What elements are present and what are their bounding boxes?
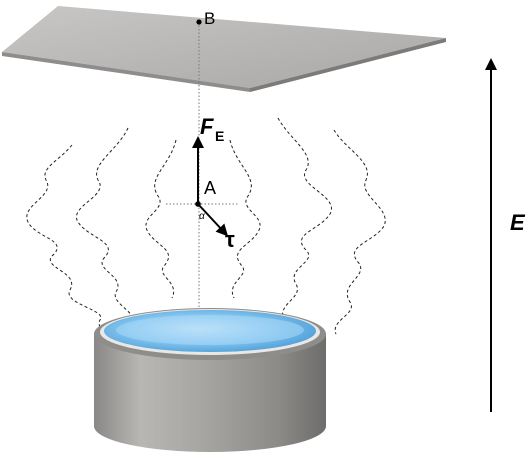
alpha-label: α [199,211,205,222]
field-label: E [510,210,526,235]
tau-arrow [197,203,229,237]
liquid-meniscus [116,315,304,345]
force-subscript: E [215,128,224,144]
tau-label: τ [225,227,235,252]
point-a-label: A [204,178,216,198]
point-b-label: B [204,9,215,28]
field-lines [26,117,386,341]
force-label: F [200,114,214,139]
point-b-marker [196,19,202,25]
top-plate [2,6,446,92]
